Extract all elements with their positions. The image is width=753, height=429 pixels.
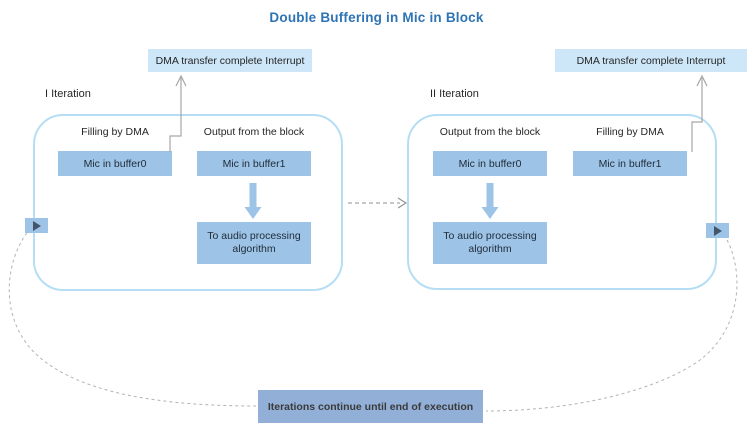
diagram-title: Double Buffering in Mic in Block xyxy=(269,10,484,25)
footer-loop-box: Iterations continue until end of executi… xyxy=(258,390,483,423)
iteration-2-buffer1-box: Mic in buffer1 xyxy=(573,151,687,176)
loop-exit-marker xyxy=(706,223,729,238)
iteration-2-buffer0-box: Mic in buffer0 xyxy=(433,151,547,176)
iteration-1-right-role-label: Output from the block xyxy=(203,126,305,138)
iteration-1-buffer0-box: Mic in buffer0 xyxy=(58,151,172,176)
play-icon xyxy=(32,220,41,231)
iteration-1-buffer1-box: Mic in buffer1 xyxy=(197,151,311,176)
dma-interrupt-box-right: DMA transfer complete Interrupt xyxy=(555,49,747,72)
iteration-2-left-role-label: Output from the block xyxy=(439,126,541,138)
play-icon xyxy=(713,225,722,236)
iteration-1-left-role-label: Filling by DMA xyxy=(81,126,149,138)
arrowhead-right-icon xyxy=(397,197,408,209)
iteration-2-label: II Iteration xyxy=(430,88,479,100)
loop-entry-marker xyxy=(25,218,48,233)
iteration-1-container xyxy=(33,114,343,291)
arrowhead-up-icon xyxy=(175,74,187,87)
iteration-2-process-box: To audio processing algorithm xyxy=(433,222,547,264)
iteration-1-process-box: To audio processing algorithm xyxy=(197,222,311,264)
arrowhead-up-icon xyxy=(696,74,708,87)
dma-interrupt-box-left: DMA transfer complete Interrupt xyxy=(148,49,312,72)
iteration-1-label: I Iteration xyxy=(45,88,91,100)
iteration-2-right-role-label: Filling by DMA xyxy=(596,126,664,138)
